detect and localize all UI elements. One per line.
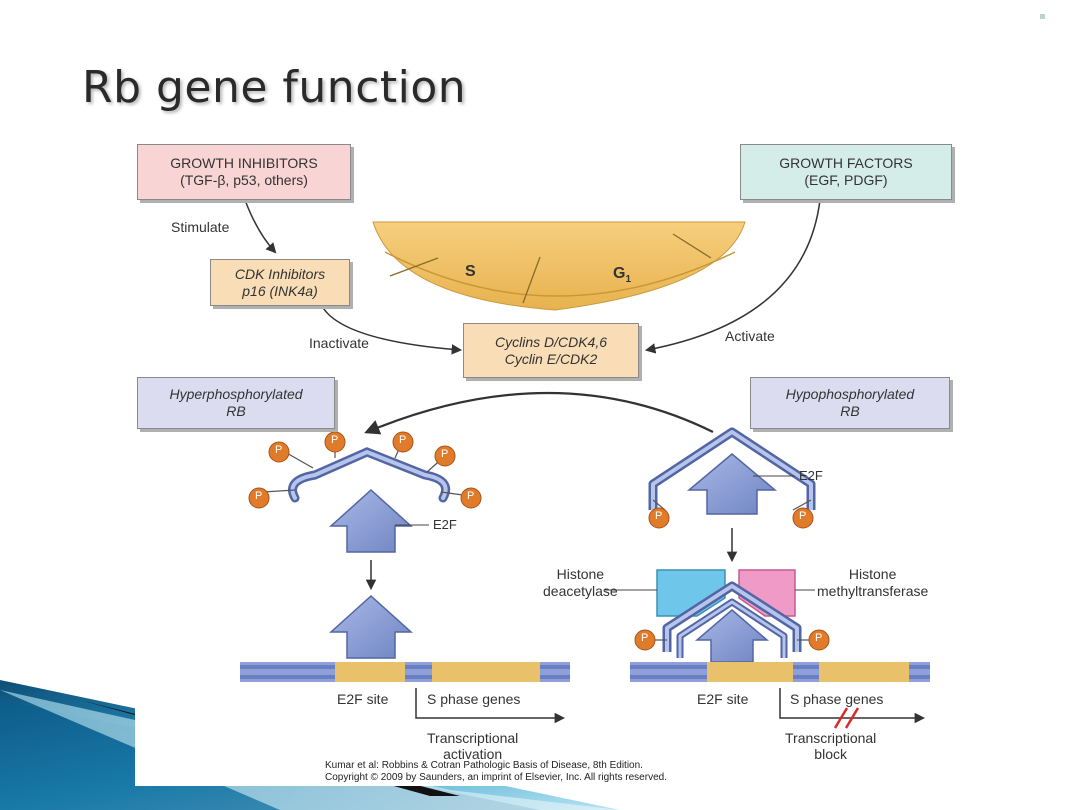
phospho-label: P — [399, 434, 407, 446]
figure-credit: Kumar et al: Robbins & Cotran Pathologic… — [325, 760, 667, 784]
s-phase-genes-label-right: S phase genes — [790, 691, 884, 707]
s-phase-label: S — [465, 263, 476, 280]
activate-label: Activate — [725, 328, 775, 344]
transcription-arrow-right — [779, 688, 926, 724]
stimulate-label: Stimulate — [171, 219, 230, 235]
growth-factors-title: GROWTH FACTORS — [779, 155, 913, 171]
block-mark — [833, 707, 860, 729]
cdk-inhibitors-box: CDK Inhibitors p16 (INK4a) — [210, 259, 350, 306]
dna-left — [240, 662, 570, 682]
growth-inhibitors-box: GROWTH INHIBITORS (TGF-β, p53, others) — [137, 144, 351, 200]
rb-cycle-arrow — [364, 391, 714, 435]
phospho-label: P — [255, 490, 263, 502]
phospho-label: P — [275, 444, 283, 456]
cyclins-box: Cyclins D/CDK4,6 Cyclin E/CDK2 — [463, 323, 639, 378]
phospho-label: P — [799, 510, 807, 522]
transcriptional-block-label: Transcriptional block — [785, 730, 877, 762]
phospho-label: P — [655, 510, 663, 522]
e2f-protein-left-bound — [329, 594, 413, 659]
e2f-protein-left — [329, 488, 413, 553]
e2f-site-label-left: E2F site — [337, 691, 389, 707]
hyper-rb-protein — [288, 447, 451, 503]
hypo-rb-bound — [651, 581, 813, 658]
e2f-site-label-right: E2F site — [697, 691, 749, 707]
inactivate-label: Inactivate — [309, 335, 369, 351]
e2f-label-right: E2F — [799, 468, 823, 483]
cdk-inhibitors-title: CDK Inhibitors — [234, 265, 326, 282]
s-phase-genes-label-left: S phase genes — [427, 691, 521, 707]
cyclins-line1: Cyclins D/CDK4,6 — [494, 333, 608, 350]
hyper-rb-sub: RB — [226, 403, 246, 419]
e2f-label-left: E2F — [433, 517, 457, 532]
g1-phase-label: G1 — [613, 265, 632, 286]
phospho-circles-left — [248, 431, 482, 509]
rb-diagram: P P P P P P P P P P GROWTH INHIBITORS (T… — [135, 140, 955, 786]
cell-cycle-ring — [372, 221, 746, 311]
e2f-protein-right — [686, 453, 778, 515]
phospho-label: P — [467, 490, 475, 502]
histone-methyltransferase-label: Histone methyltransferase — [817, 566, 929, 599]
hypo-rb-sub: RB — [840, 403, 860, 419]
credit-line-1: Kumar et al: Robbins & Cotran Pathologic… — [325, 760, 643, 771]
growth-factors-box: GROWTH FACTORS (EGF, PDGF) — [740, 144, 952, 200]
transcription-arrow-left — [415, 688, 566, 724]
inactivate-arrow — [319, 301, 463, 355]
cyclins-line2: Cyclin E/CDK2 — [504, 350, 598, 367]
phospho-label: P — [331, 434, 339, 446]
phospho-label: P — [641, 632, 649, 644]
slide-title: Rb gene function — [82, 62, 467, 113]
growth-factors-examples: (EGF, PDGF) — [804, 172, 888, 188]
hypo-rb-title: Hypophosphorylated — [785, 386, 915, 402]
credit-line-2: Copyright © 2009 by Saunders, an imprint… — [325, 772, 667, 783]
dna-right — [630, 662, 930, 682]
diagram-graphics — [240, 199, 930, 729]
phospho-circles-right — [634, 507, 830, 651]
transcriptional-activation-label: Transcriptional activation — [427, 730, 519, 762]
growth-inhibitors-examples: (TGF-β, p53, others) — [180, 172, 308, 188]
hyper-rb-box: Hyperphosphorylated RB — [137, 377, 335, 429]
growth-inhibitors-title: GROWTH INHIBITORS — [170, 155, 318, 171]
histone-deacetylase-label: Histone deacetylase — [543, 566, 618, 599]
activate-arrow — [644, 199, 821, 354]
hypo-rb-box: Hypophosphorylated RB — [750, 377, 950, 429]
phospho-label: P — [815, 632, 823, 644]
hyper-rb-title: Hyperphosphorylated — [169, 386, 303, 402]
phospho-label: P — [441, 448, 449, 460]
hypo-rb-protein — [648, 427, 816, 511]
cdk-inhibitors-example: p16 (INK4a) — [242, 282, 318, 299]
stimulate-arrow — [244, 199, 277, 254]
